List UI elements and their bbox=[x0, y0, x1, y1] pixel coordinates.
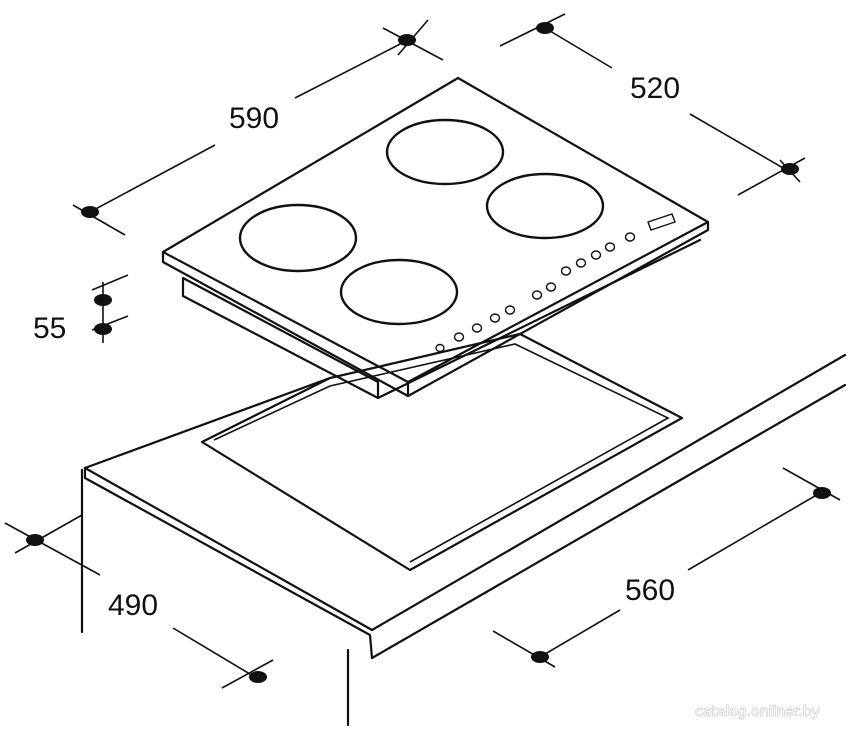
control-knob bbox=[435, 343, 445, 353]
control-knob bbox=[489, 313, 501, 323]
burner-front-right bbox=[485, 172, 605, 240]
control-knob bbox=[471, 323, 483, 333]
dimension-hob-height: 55 bbox=[33, 274, 129, 345]
display-window bbox=[647, 213, 676, 231]
countertop-cutout bbox=[200, 332, 684, 572]
dimension-label-490: 490 bbox=[108, 589, 158, 622]
dimension-label-560: 560 bbox=[625, 574, 675, 607]
burner-rear-right bbox=[385, 118, 505, 186]
burner-rear-left bbox=[238, 203, 358, 273]
control-knob bbox=[604, 242, 616, 252]
control-knob bbox=[453, 332, 465, 342]
dimension-hob-depth: 520 bbox=[499, 13, 806, 196]
control-knob bbox=[504, 305, 516, 315]
dimension-hob-width: 590 bbox=[72, 19, 444, 236]
watermark: catalog.onliner.by bbox=[695, 704, 820, 720]
dimension-cutout-width: 560 bbox=[492, 467, 841, 668]
control-knob bbox=[624, 232, 636, 242]
control-knob bbox=[560, 266, 572, 276]
control-knob bbox=[590, 250, 602, 260]
burner-front-left bbox=[339, 258, 459, 326]
dimension-label-520: 520 bbox=[630, 72, 680, 105]
dimension-label-55: 55 bbox=[33, 312, 66, 345]
control-panel bbox=[435, 213, 676, 353]
cooktop bbox=[161, 76, 710, 400]
control-knob bbox=[531, 290, 543, 300]
control-knob bbox=[545, 282, 557, 292]
cooking-zones bbox=[238, 118, 605, 326]
dimension-label-590: 590 bbox=[229, 102, 279, 135]
control-knob bbox=[575, 258, 587, 268]
dimension-cutout-depth: 490 bbox=[4, 514, 274, 689]
countertop bbox=[80, 353, 847, 727]
